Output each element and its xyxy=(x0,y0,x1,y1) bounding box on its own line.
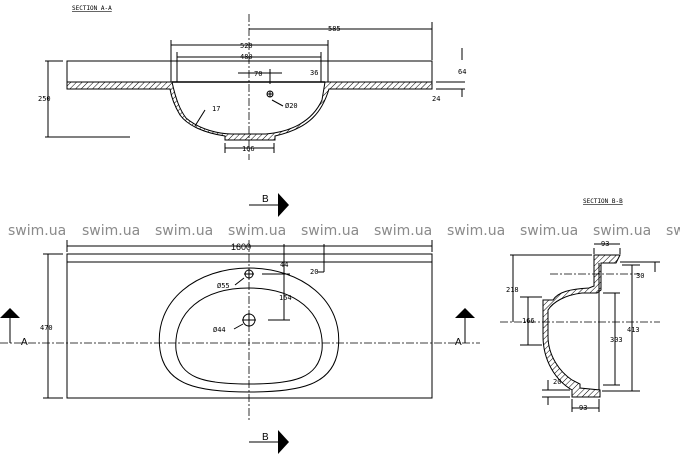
dim-drain-hole: Ø20 xyxy=(285,102,298,110)
watermark: swim.ua xyxy=(666,223,680,239)
dim-lip: 30 xyxy=(636,272,644,280)
dim-half-length: 585 xyxy=(328,25,341,33)
dim-rim: 36 xyxy=(310,69,318,77)
dim-top-flange: 93 xyxy=(601,240,609,248)
section-b-marker-top: B xyxy=(262,194,269,205)
dim-bottom-thickness: 20 xyxy=(553,378,561,386)
dim-top-height: 64 xyxy=(458,68,466,76)
dim-inner-width: 480 xyxy=(240,53,253,61)
section-a-marker-right: A xyxy=(455,337,462,348)
dim-height-to-center: 218 xyxy=(506,286,519,294)
dim-hole-spacing: 154 xyxy=(279,294,292,302)
section-b-marker-bottom: B xyxy=(262,432,269,443)
section-b-b: SECTION B-B 93 30 218 166 413 303 20 93 xyxy=(500,198,660,412)
section-a-a: SECTION A-A 585 520 480 70 36 Ø20 17 250… xyxy=(38,5,466,160)
watermark: swim.ua xyxy=(82,223,140,239)
dim-bottom-flange: 93 xyxy=(579,404,587,412)
dim-drain-hole: Ø44 xyxy=(213,326,226,334)
dim-total-height: 250 xyxy=(38,95,51,103)
dim-total-depth: 413 xyxy=(627,326,640,334)
watermark: swim.ua xyxy=(593,223,651,239)
dim-slab: 24 xyxy=(432,95,440,103)
watermark: swim.ua xyxy=(520,223,578,239)
dim-wall: 17 xyxy=(212,105,220,113)
watermark-row: swim.ua swim.ua swim.ua swim.ua swim.ua … xyxy=(8,223,680,239)
section-b-b-title: SECTION B-B xyxy=(583,198,623,205)
dim-outer-width: 520 xyxy=(240,42,253,50)
section-a-marker-left: A xyxy=(21,337,28,348)
dim-depth: 470 xyxy=(40,324,53,332)
watermark: swim.ua xyxy=(374,223,432,239)
watermark: swim.ua xyxy=(8,223,66,239)
dim-length: 1600 xyxy=(231,242,251,252)
dim-tap-hole: Ø55 xyxy=(217,282,230,290)
plan-view: 1600 Ø55 Ø44 44 154 20 470 A A B B xyxy=(0,193,480,454)
section-a-a-title: SECTION A-A xyxy=(72,5,112,12)
dim-edge-offset: 20 xyxy=(310,268,318,276)
watermark: swim.ua xyxy=(155,223,213,239)
dim-drain-width: 166 xyxy=(242,145,255,153)
watermark: swim.ua xyxy=(447,223,505,239)
dim-bowl-depth: 303 xyxy=(610,336,623,344)
watermark: swim.ua xyxy=(228,223,286,239)
dim-top-offset: 44 xyxy=(280,261,288,269)
dim-tap-offset: 70 xyxy=(254,70,262,78)
dim-drain-width: 166 xyxy=(522,317,535,325)
watermark: swim.ua xyxy=(301,223,359,239)
